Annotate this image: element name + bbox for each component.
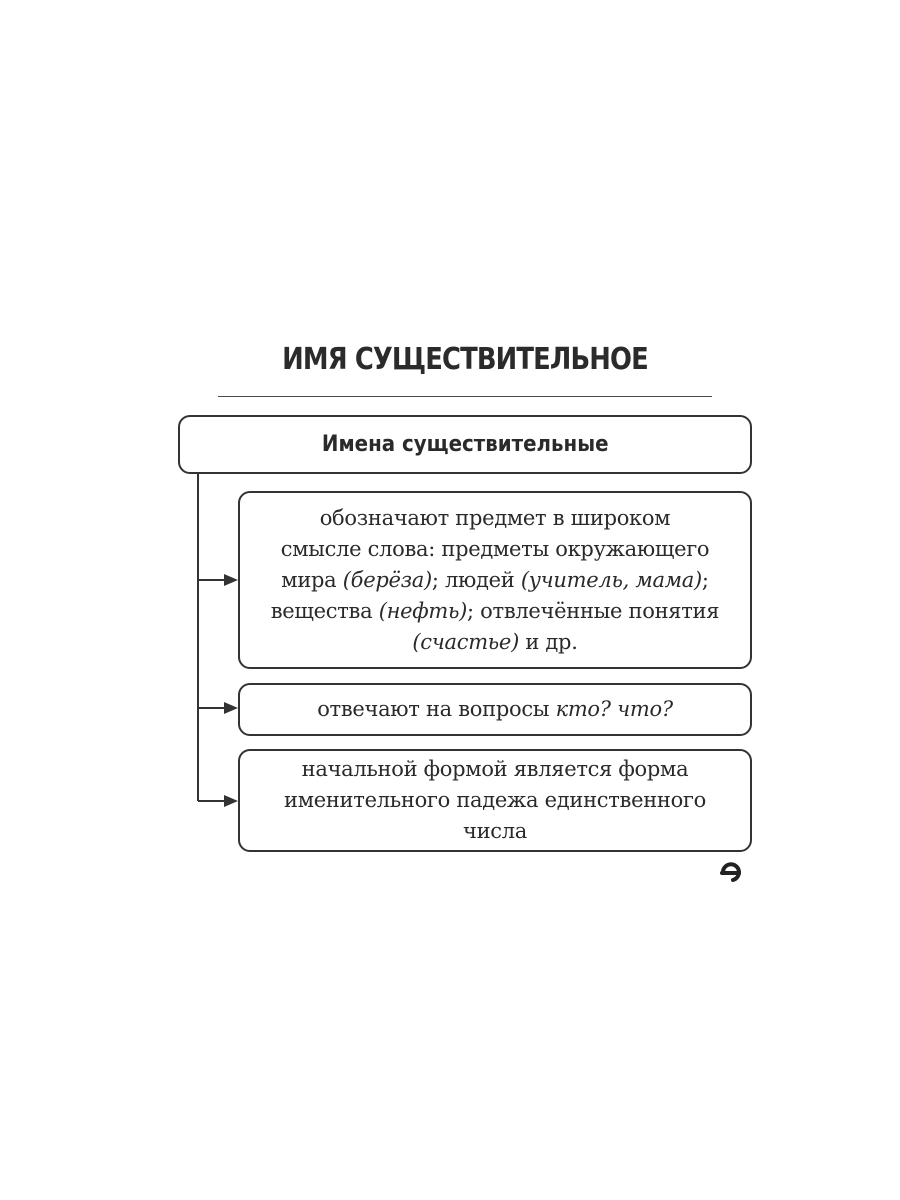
text-run: смысле слова: предметы окружающего [280, 536, 710, 561]
text-run: ; [701, 567, 709, 592]
example-italic: (берёза) [342, 567, 432, 592]
text-run: начальной формой является форма [301, 757, 689, 781]
text-run: числа [462, 819, 527, 843]
text-line: смысле слова: предметы окружающего [271, 534, 719, 565]
item-box-initial-form: начальной формой является форма именитель… [238, 749, 752, 852]
item-box-meaning: обозначают предмет в широком смысле слова… [238, 491, 752, 669]
title-underline [218, 396, 712, 397]
text-line: (счастье) и др. [271, 627, 719, 658]
example-italic: (учитель, мама) [520, 567, 702, 592]
text-run: мира [281, 567, 343, 592]
text-line: именительного падежа единственного [284, 785, 706, 816]
text-line: мира (берёза); людей (учитель, мама); [271, 565, 719, 596]
example-italic: (нефть) [378, 598, 468, 623]
item-text-questions: отвечают на вопросы кто? что? [305, 694, 685, 725]
text-run: обозначают предмет в широком [319, 505, 671, 530]
example-italic: (счастье) [412, 629, 519, 654]
text-run: ; отвлечённые понятия [467, 598, 720, 623]
text-run: ; людей [431, 567, 521, 592]
arrow-to-item-1 [198, 574, 238, 586]
text-line: числа [284, 816, 706, 847]
text-line: начальной формой является форма [284, 754, 706, 785]
text-line: отвечают на вопросы кто? что? [317, 694, 673, 725]
item-text-initial-form: начальной формой является форма именитель… [272, 754, 718, 847]
continue-arrow-icon [720, 862, 741, 882]
arrow-to-item-2 [198, 702, 238, 714]
text-line: вещества (нефть); отвлечённые понятия [270, 596, 720, 627]
text-run: и др. [518, 629, 578, 654]
text-line: обозначают предмет в широком [271, 503, 719, 534]
text-run: именительного падежа единственного [284, 788, 706, 812]
head-box-label: Имена существительные [321, 432, 609, 457]
head-box: Имена существительные [178, 415, 752, 474]
item-text-meaning: обозначают предмет в широком смысле слова… [259, 503, 731, 658]
arrow-to-item-3 [198, 795, 238, 807]
text-run: вещества [270, 598, 379, 623]
diagram-title: ИМЯ СУЩЕСТВИТЕЛЬНОЕ [282, 342, 649, 377]
item-box-questions: отвечают на вопросы кто? что? [238, 683, 752, 736]
example-italic: кто? что? [555, 697, 674, 721]
text-run: отвечают на вопросы [317, 697, 556, 721]
